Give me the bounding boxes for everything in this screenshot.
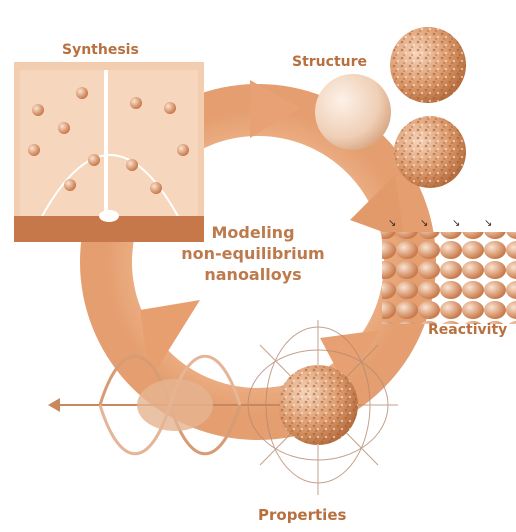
structure-label: Structure — [292, 54, 367, 70]
synthesis-chamber-icon — [14, 62, 204, 242]
center-line-2: non-equilibrium — [178, 243, 328, 264]
properties-label: Properties — [258, 506, 346, 524]
atomic-surface-icon: ↘ ↘ ↘ ↘ — [382, 218, 516, 324]
center-title: Modeling non-equilibrium nanoalloys — [178, 222, 328, 285]
center-line-1: Modeling — [178, 222, 328, 243]
synthesis-label: Synthesis — [62, 42, 139, 58]
center-line-3: nanoalloys — [178, 264, 328, 285]
reactivity-label: Reactivity — [428, 322, 507, 338]
svg-text:↘: ↘ — [484, 218, 492, 229]
svg-text:↘: ↘ — [388, 218, 396, 229]
svg-text:↘: ↘ — [452, 218, 460, 229]
svg-text:↘: ↘ — [420, 218, 428, 229]
